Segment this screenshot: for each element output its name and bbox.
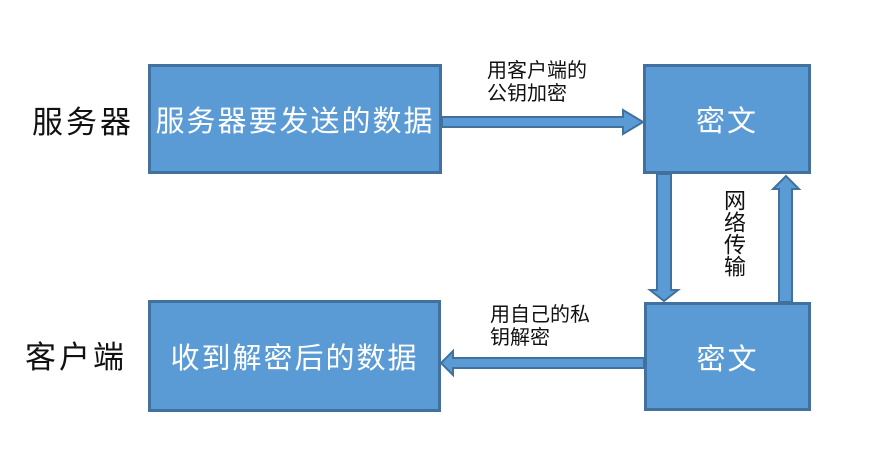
encrypt-arrow: [441, 108, 645, 136]
cipher-top-box: 密文: [643, 64, 811, 174]
client-data-box: 收到解密后的数据: [148, 300, 441, 412]
server-data-box: 服务器要发送的数据: [148, 64, 442, 174]
client-data-box-label: 收到解密后的数据: [170, 343, 419, 375]
server-row-label: 服务器: [32, 105, 134, 140]
network-transfer-label: 网络传输: [721, 189, 746, 277]
encrypt-arrow-label: 用客户端的 公钥加密: [487, 60, 587, 106]
cipher-bottom-box-label: 密文: [696, 343, 759, 376]
decrypt-arrow-label-line1: 用自己的私: [490, 304, 590, 326]
server-data-box-label: 服务器要发送的数据: [155, 106, 435, 138]
cipher-top-box-label: 密文: [695, 106, 758, 138]
network-down-arrow: [647, 173, 681, 303]
encrypt-arrow-label-line2: 公钥加密: [487, 83, 567, 105]
decrypt-arrow: [439, 348, 645, 378]
cipher-bottom-box: 密文: [644, 302, 811, 411]
decrypt-arrow-label-line2: 钥解密: [490, 327, 550, 349]
network-up-arrow: [770, 174, 802, 303]
client-row-label: 客户端: [25, 340, 127, 375]
decrypt-arrow-label: 用自己的私 钥解密: [490, 304, 590, 350]
encrypt-arrow-label-line1: 用客户端的: [487, 60, 587, 82]
